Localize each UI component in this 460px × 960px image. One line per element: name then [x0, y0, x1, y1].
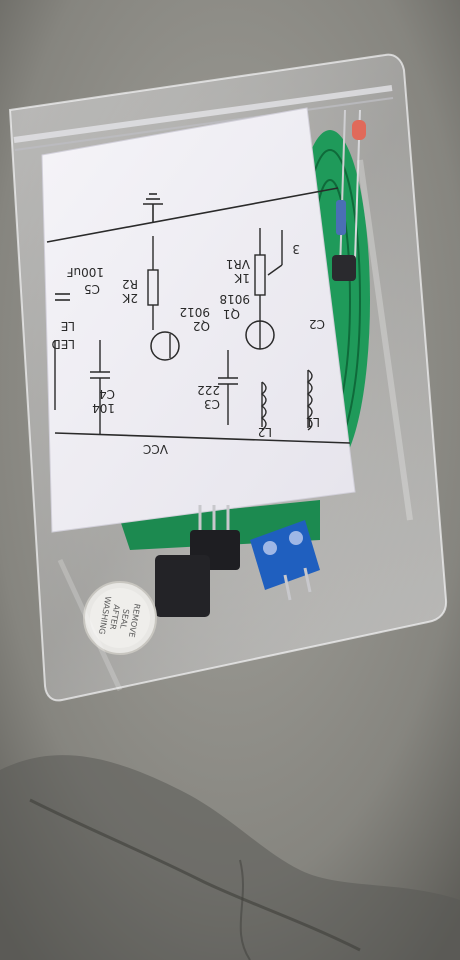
schematic-drawing: [46, 187, 351, 444]
bag-highlight: [357, 159, 413, 521]
led-label-partial: LE: [61, 319, 75, 333]
screw-terminal-block: [250, 520, 320, 601]
q1-part: 9018: [219, 292, 250, 306]
vr1-value: 1K: [233, 271, 250, 285]
pin3-label: 3: [292, 242, 300, 256]
l1-label: L1: [306, 415, 320, 429]
c5-label: C5: [84, 282, 100, 296]
vcc-label: VCC: [143, 442, 168, 456]
voltage-regulator: [155, 555, 210, 617]
r2-value: 2K: [121, 291, 138, 305]
bag-zip-seal: [13, 85, 393, 143]
q1-label: Q1: [223, 307, 240, 321]
r2-label: R2: [122, 277, 138, 291]
schematic-paper: C5 100uF LED LE R2 2K VR1 1K 3 Q1 9018 Q…: [41, 107, 356, 533]
c5-value: 100uF: [66, 265, 104, 279]
resistor-body: [336, 200, 346, 235]
led-body: [352, 120, 366, 140]
ground-crack-2: [239, 859, 251, 960]
bag-highlight-2: [57, 558, 123, 692]
c3-label: C3: [204, 397, 220, 411]
resistor-lead: [339, 109, 346, 271]
q2-label: Q2: [193, 319, 210, 333]
led-label: LED: [51, 337, 75, 351]
bag-zip-seal-line: [14, 97, 394, 151]
ground-crack: [29, 798, 361, 952]
c4-label: C4: [99, 387, 115, 401]
ground-stain: [0, 755, 460, 960]
l2-label: L2: [258, 425, 272, 439]
c2-label-partial: C2: [309, 317, 325, 331]
sticker-line-2: SEAL: [118, 608, 130, 630]
q2-part: 9012: [179, 305, 210, 319]
sticker-line-3: AFTER: [108, 604, 121, 631]
transistor-body: [332, 255, 356, 281]
c4-value: 104: [92, 401, 115, 415]
vr1-label: VR1: [226, 257, 250, 271]
c3-value: 222: [197, 383, 220, 397]
buzzer: REMOVE SEAL AFTER WASHING: [83, 581, 157, 655]
